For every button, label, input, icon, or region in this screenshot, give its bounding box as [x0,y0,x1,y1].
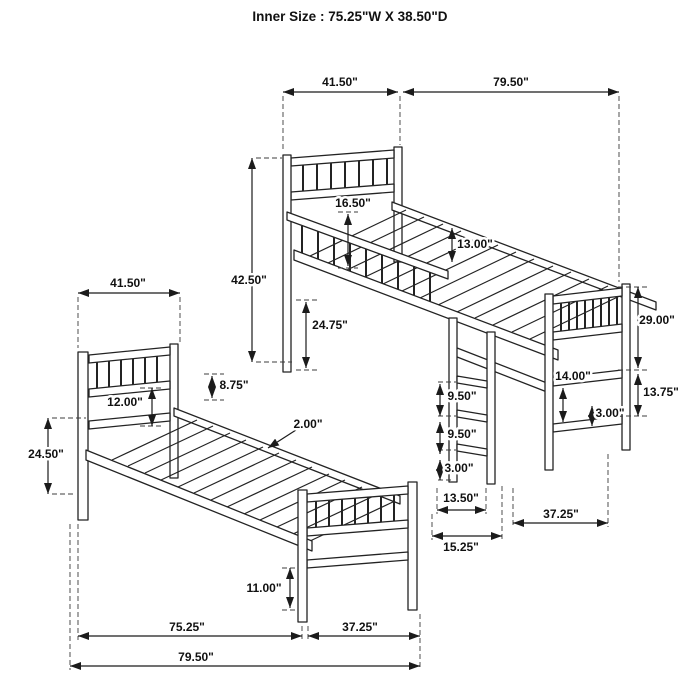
dim-label-headboard-height: 24.50" [28,447,64,461]
dim-label-guardrail-gap: 13.00" [457,237,493,251]
dim-label-slat-gap: 2.00" [293,417,322,431]
dim-label-bed-head-width: 41.50" [110,276,146,290]
dim-ladder-bottom-gap: 3.00" [436,459,476,480]
dim-headboard-height: 24.50" [26,418,66,494]
dim-foot-depth: 37.25" [513,505,608,527]
dim-foot-rail-gap: 14.00" [553,367,593,422]
bed-near-rail [85,449,313,552]
dim-footboard-leg: 11.00" [244,568,294,608]
dim-label-bunk-length: 79.50" [493,75,529,89]
dim-ladder-outer-width: 15.25" [432,532,502,557]
dim-bed-length: 79.50" [70,648,420,670]
bed-footboard [297,481,418,623]
dim-ladder-rung-gap-lower: 9.50" [436,422,479,454]
dim-label-ladder-outer-width: 15.25" [443,540,479,554]
bunk-footboard [544,283,631,471]
dim-label-slat-length: 75.25" [169,620,205,634]
dim-label-ladder-inner-width: 13.50" [443,491,479,505]
dim-bed-head-width: 41.50" [78,274,180,297]
dim-label-foot-rail-thickness: 3.00" [595,406,624,420]
bed-far-rail [173,407,401,505]
bunk-ladder [448,317,496,485]
dim-headboard-panel: 16.50" [333,194,373,266]
bunk-guard-rail [286,211,449,302]
dim-label-footboard-width: 37.25" [342,620,378,634]
bunk-headboard [282,149,395,373]
dim-label-ladder-rung-gap-lower: 9.50" [447,427,476,441]
dim-label-foot-frame-height: 29.00" [639,313,675,327]
upper-bunk-drawing [282,146,657,485]
dim-label-ladder-bottom-gap: 3.00" [444,461,473,475]
dim-ladder-rung-gap-upper: 9.50" [436,384,479,416]
dim-bunk-total-height: 42.50" [229,158,269,362]
dim-label-bunk-total-height: 42.50" [231,273,267,287]
dim-label-rail-offset: 8.75" [219,378,248,392]
dim-guardrail-gap: 13.00" [448,228,495,262]
bunk-far-side [391,146,657,311]
dim-foot-frame-height: 29.00" [634,287,677,368]
dim-bunk-length: 79.50" [403,73,619,96]
lower-bed-drawing [77,343,418,623]
dim-headboard-rail-gap: 12.00" [105,388,156,426]
dim-foot-rail-thickness: 3.00" [588,404,627,426]
dim-label-headboard-rail-gap: 12.00" [107,395,143,409]
dim-label-footboard-leg: 11.00" [246,581,281,595]
dim-slat-length: 75.25" [78,618,302,640]
dim-label-headboard-panel: 16.50" [335,196,371,210]
dim-label-ladder-rung-gap-upper: 9.50" [447,389,476,403]
dim-slat-gap: 2.00" [267,415,325,449]
dim-footboard-width: 37.25" [308,618,420,640]
bed-headboard [77,343,179,521]
dim-label-foot-rail-gap: 14.00" [555,369,591,383]
page-title: Inner Size : 75.25"W X 38.50"D [252,9,447,24]
dim-foot-rail-spacing: 13.75" [634,374,681,416]
dim-label-rail-height: 24.75" [312,318,348,332]
dim-label-bed-length: 79.50" [178,650,214,664]
dim-rail-height: 24.75" [302,302,350,368]
extension-lines [52,96,648,670]
dim-rail-offset: 8.75" [208,376,251,398]
dim-bunk-head-width: 41.50" [283,73,398,96]
dim-ladder-inner-width: 13.50" [437,489,486,514]
dim-label-foot-rail-spacing: 13.75" [643,385,679,399]
dimension-annotations: 41.50" 79.50" 16.50" 42.50" 13.00" 24.75… [26,73,681,670]
dim-label-bunk-head-width: 41.50" [322,75,358,89]
dim-label-foot-depth: 37.25" [543,507,579,521]
